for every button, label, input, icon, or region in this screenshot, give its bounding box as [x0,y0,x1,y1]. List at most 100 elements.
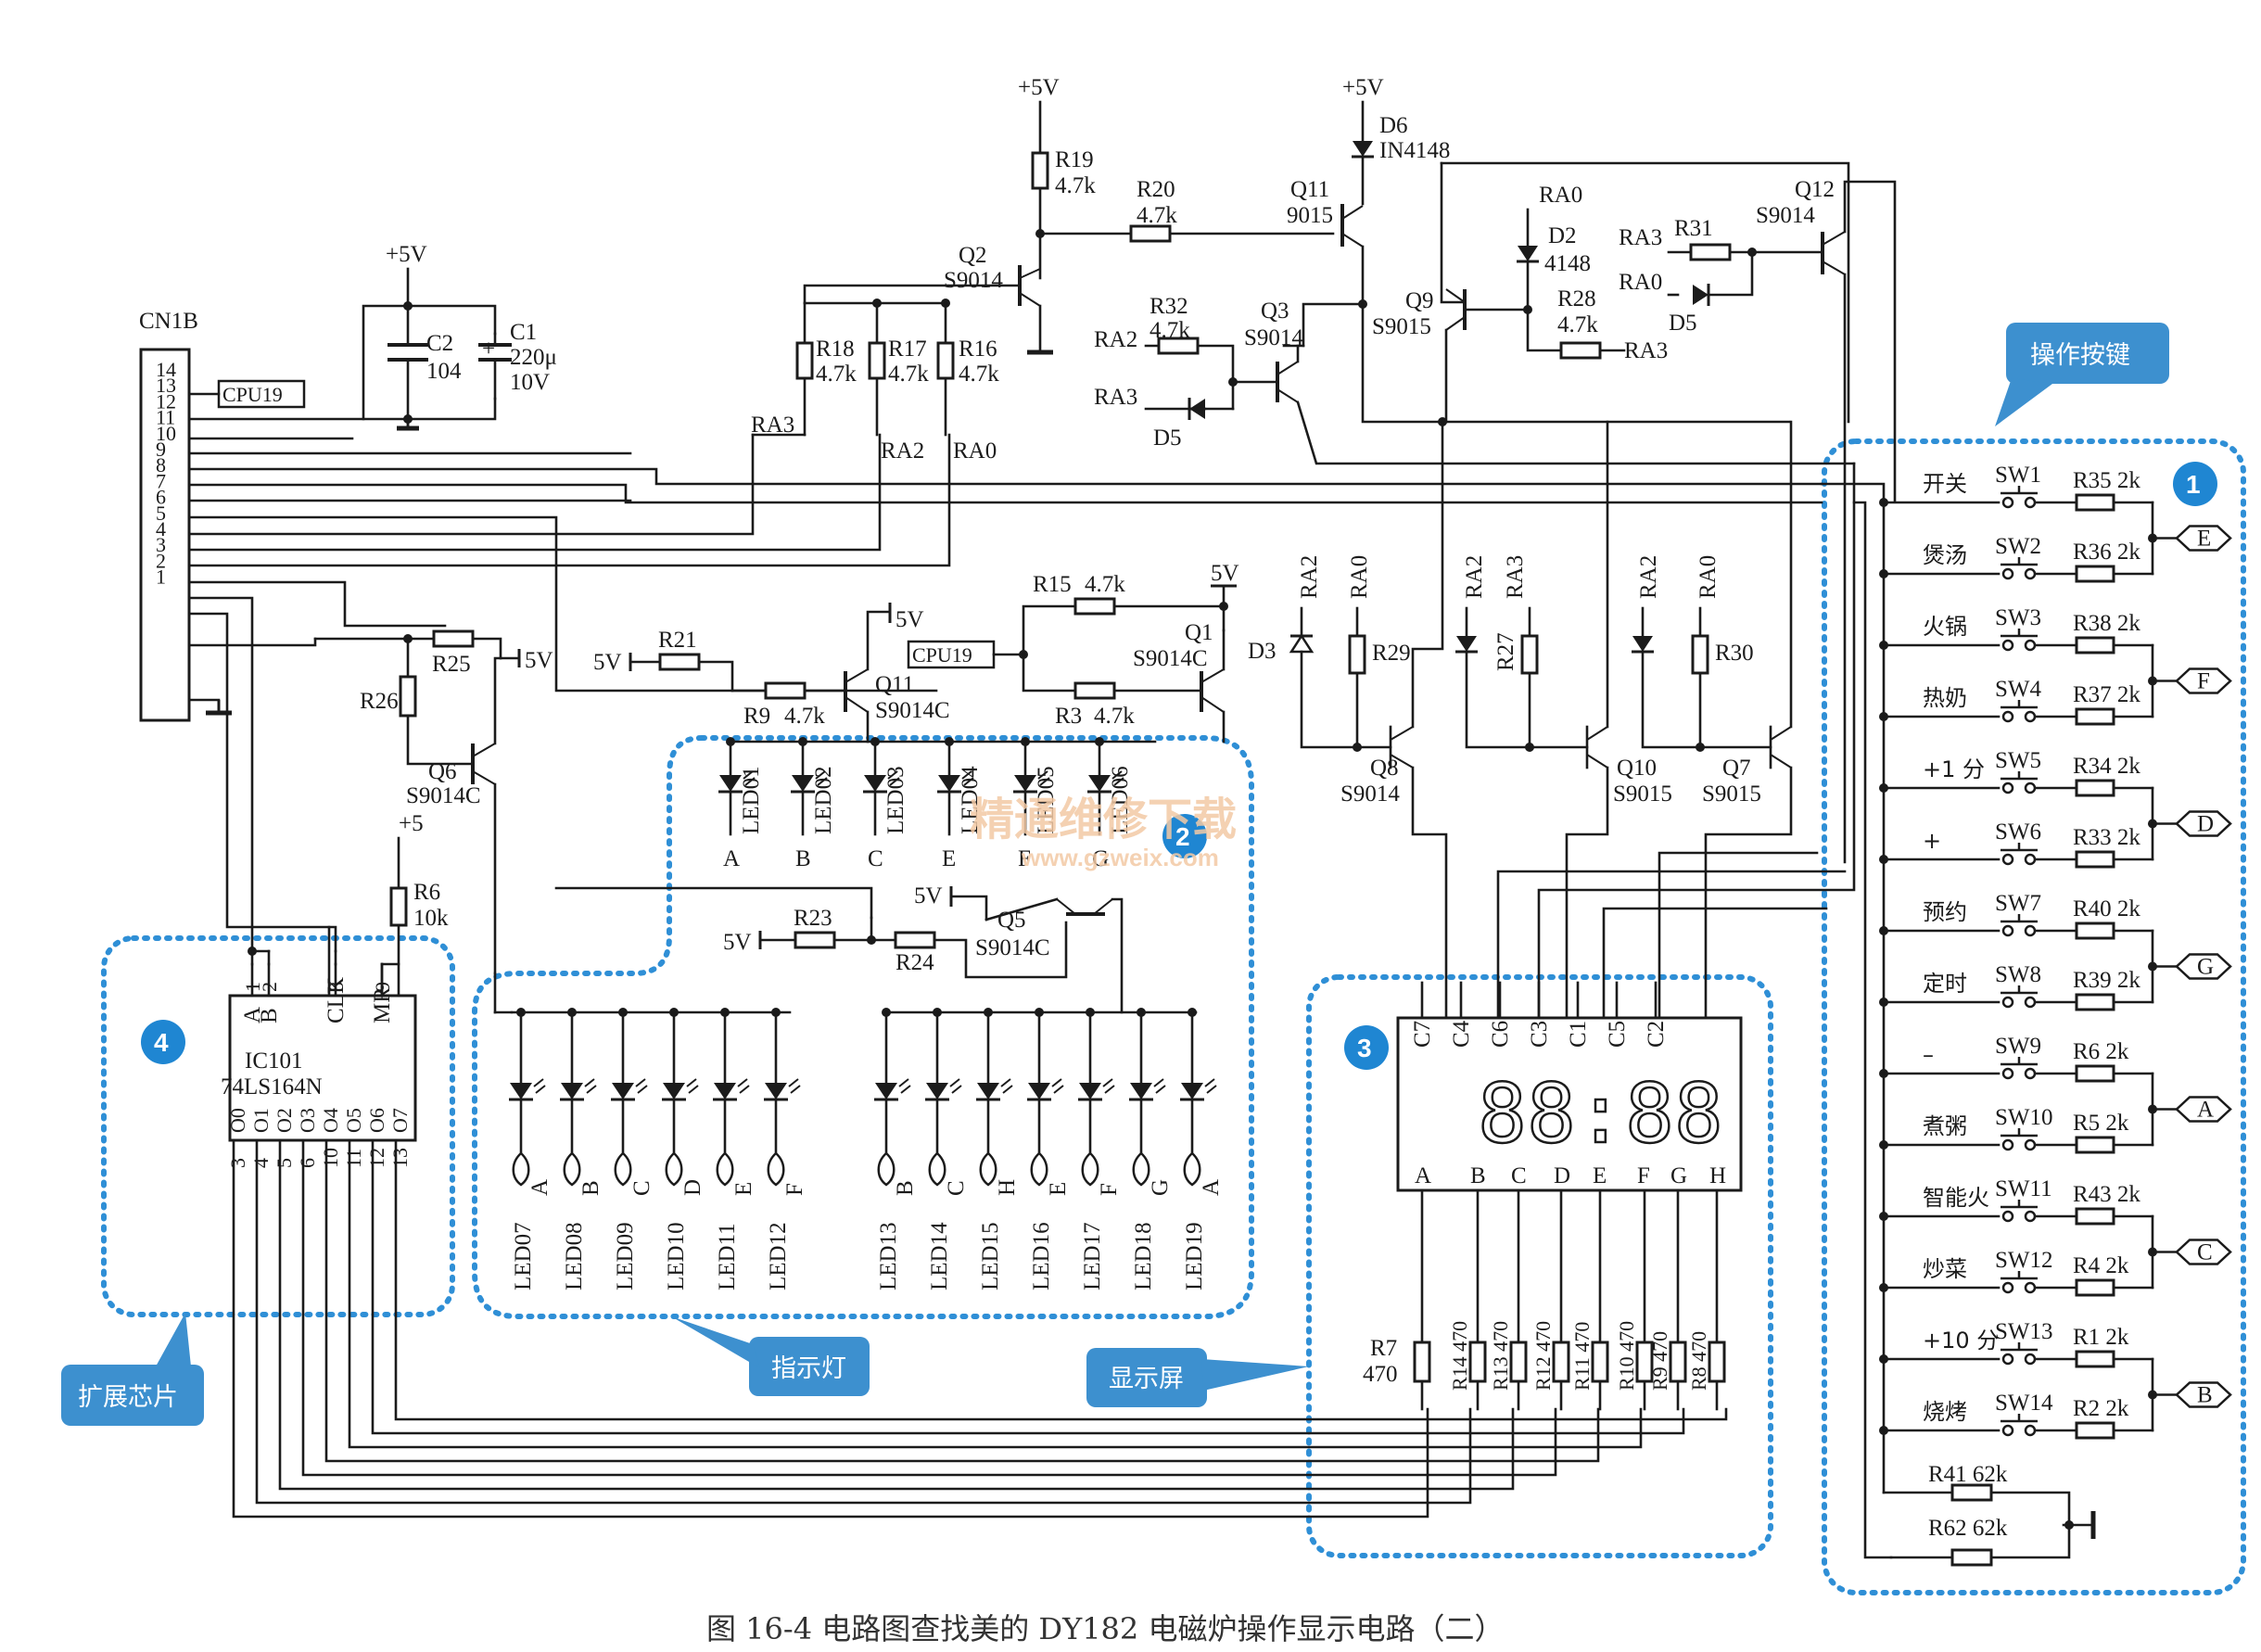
connector-pin-3: 3 [156,533,166,556]
net-ra0: RA0 [1696,555,1721,599]
led-connector-led18 [1132,1151,1150,1187]
r27-label: R27 [1493,632,1518,671]
display-resistor-label-3: R12 470 [1531,1321,1555,1391]
switch-sw10 [1999,1126,2039,1151]
key-label-7: 预约 [1923,899,1967,925]
resistor-r28 [1559,341,1602,360]
led-seg-led07: A [527,1179,553,1196]
key-output-label-e: E [2197,527,2211,552]
led-connector-led14 [928,1151,946,1187]
key-label-11: 智能火 [1923,1185,1989,1211]
led-connector-led10 [665,1151,683,1187]
vcc-label-q6: 5V [525,648,553,673]
led-name-led15: LED15 [978,1222,1003,1290]
r28-ra3-label: RA3 [1624,338,1668,363]
vcc-label-r6: +5 [399,811,424,836]
led-seg-led01: A [723,846,740,871]
q10-label: Q10 [1617,756,1657,781]
c1-label: C1 [510,320,537,345]
resistor-r62 [1950,1548,1993,1567]
led-led16 [1025,1077,1065,1101]
zone-expansion-chip [101,935,455,1317]
key-resistor-9 [2075,1064,2115,1083]
switch-sw1 [1999,484,2039,509]
q3-ra3-label: RA3 [1094,385,1137,410]
q2-type: S9014 [944,268,1003,293]
c2-value: 104 [426,359,462,384]
display-digits: 88:88 [1478,1066,1723,1162]
key-label-1: 开关 [1923,471,1967,497]
display-seg-a: A [1415,1163,1431,1188]
q11b-label: Q11 [875,672,914,697]
connector-pin-12: 12 [156,389,176,413]
led-led12 [762,1077,802,1101]
ic-out-o3: O3 [296,1108,319,1133]
display-resistor-6 [1669,1341,1687,1383]
watermark-text: 精通维修下载 [970,794,1237,845]
led-connector-led08 [563,1151,581,1187]
connector-pin-7: 7 [156,469,166,492]
switch-name-sw11: SW11 [1995,1176,2052,1201]
resistor-r30 [1691,634,1709,675]
key-resistor-label-12: R4 2k [2073,1253,2129,1278]
display-resistor-4 [1591,1341,1609,1383]
vcc-label-d6: +5V [1342,75,1384,100]
led-seg-led11: E [731,1182,756,1196]
display-resistor-label-6: R9 470 [1648,1331,1671,1391]
key-resistor-13 [2075,1350,2115,1368]
key-resistor-label-11: R43 2k [2073,1182,2140,1207]
ic-pin-label-b: B [257,1008,282,1023]
key-label-5: +1 分 [1923,756,1985,782]
key-label-2: 煲汤 [1923,542,1967,568]
switch-sw9 [1999,1055,2039,1080]
led-name-led18: LED18 [1131,1222,1156,1290]
display-seg-d: D [1554,1163,1570,1188]
net-ra0: RA0 [1347,555,1372,599]
ic-out-pin-5: 5 [273,1158,296,1168]
display-resistor-label-7: R8 470 [1687,1331,1710,1391]
ic-pin-2: 2 [258,982,281,992]
display-resistor-label-1: R14 470 [1448,1321,1471,1391]
resistor-r32 [1157,337,1200,355]
net-ra2: RA2 [1462,555,1487,599]
led-name-led10: LED10 [664,1222,689,1290]
switch-name-sw14: SW14 [1995,1391,2053,1416]
key-resistor-label-9: R6 2k [2073,1039,2129,1064]
badge-4 [141,1020,185,1064]
led-seg-led19: A [1199,1179,1224,1196]
badge-3 [1344,1025,1389,1070]
connector-pin-13: 13 [156,374,176,397]
badge-1 [2173,462,2217,506]
q3-type: S9014 [1244,325,1303,350]
led-seg-led12: F [782,1183,807,1196]
connector-name: CN1B [139,309,198,334]
r19-label: R19 [1055,147,1094,172]
q6-label: Q6 [428,759,457,784]
led-connector-led09 [614,1151,632,1187]
r15-value: 4.7k [1085,572,1125,597]
badge-3-text: 3 [1357,1034,1372,1062]
led-seg-led18: G [1148,1179,1173,1196]
ic-out-pin-3: 3 [226,1158,249,1168]
vcc-label-r23: 5V [723,930,752,955]
connector-pin-5: 5 [156,502,166,525]
c2-label: C2 [426,331,453,356]
ic-out-pin-4: 4 [249,1158,273,1168]
key-resistor-label-13: R1 2k [2073,1325,2129,1350]
resistor-r31 [1689,243,1732,261]
led-led11 [711,1077,751,1101]
ic-out-pin-13: 13 [388,1148,412,1168]
key-label-10: 煮粥 [1923,1113,1967,1139]
led-connector-led15 [979,1151,997,1187]
display-resistor-3 [1552,1341,1570,1383]
led-seg-led06: G [1092,846,1109,871]
ic-pin-label-a: A [240,1007,265,1023]
led-led14 [923,1077,963,1101]
display-resistor-7 [1708,1341,1726,1383]
q8-type: S9014 [1340,782,1400,807]
led-connector-led12 [767,1151,785,1187]
key-output-label-f: F [2197,669,2210,694]
resistor-r6 [389,886,408,927]
